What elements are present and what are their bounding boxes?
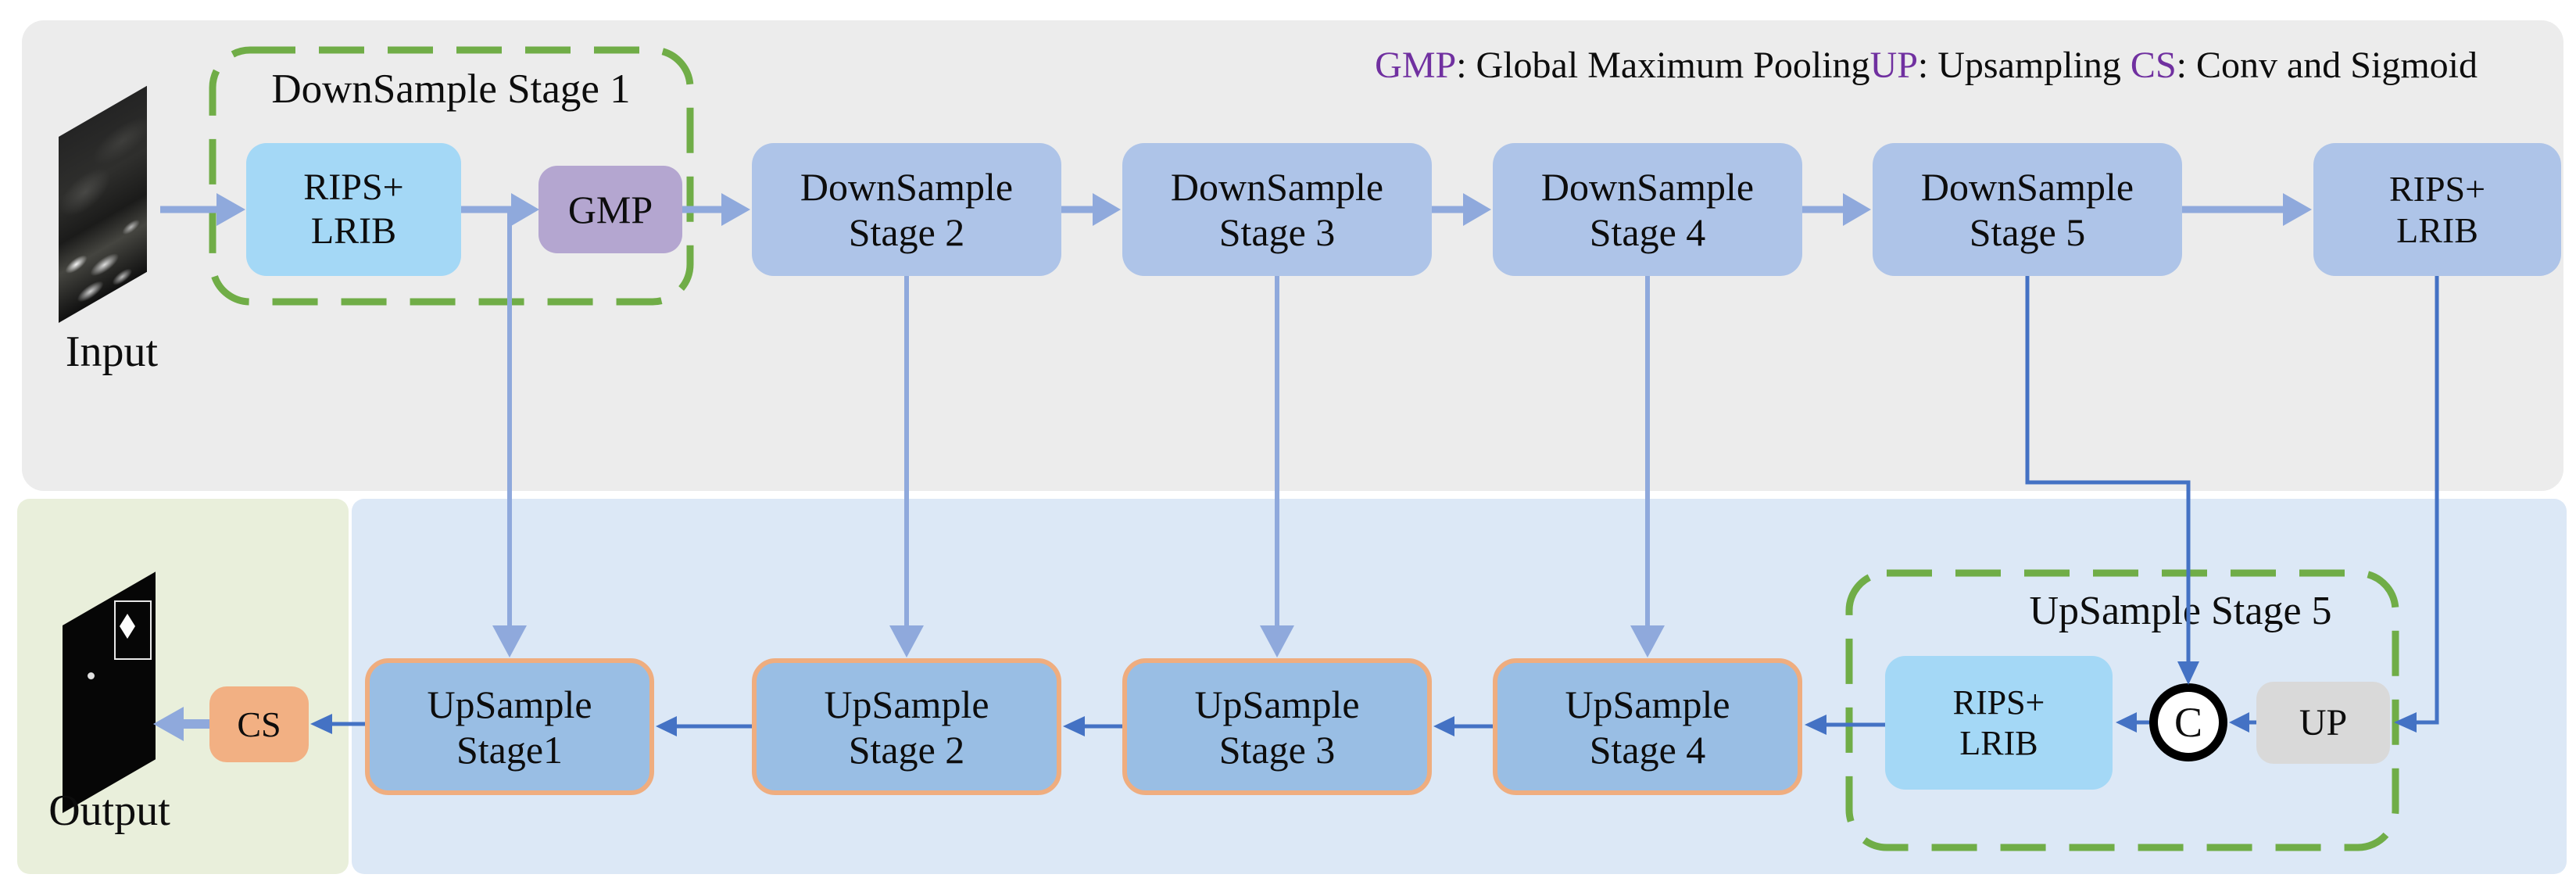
- upsample-stage-3-box: UpSample Stage 3: [1122, 658, 1432, 795]
- legend: GMP: Global Maximum PoolingUP: Upsamplin…: [1375, 44, 2478, 87]
- upsample-stage5-group-title: UpSample Stage 5: [2029, 589, 2332, 633]
- downsample-stage-3-line2: Stage 3: [1218, 210, 1336, 254]
- downsample-stage-4-box: DownSample Stage 4: [1493, 143, 1802, 276]
- decoder-panel: [352, 499, 2567, 874]
- upsample-stage-3-line2: Stage 3: [1218, 727, 1336, 772]
- output-target-inset-frame: [114, 600, 152, 660]
- up-box: UP: [2256, 682, 2390, 764]
- upsample-stage-4-line2: Stage 4: [1589, 727, 1706, 772]
- upsample-stage-2-box: UpSample Stage 2: [752, 658, 1061, 795]
- rips-lrib-bottleneck-line1: RIPS+: [2388, 168, 2486, 209]
- gmp-box: GMP: [538, 166, 682, 253]
- output-small-spot: [88, 672, 95, 679]
- rips-lrib-input-line1: RIPS+: [303, 167, 404, 209]
- rips-lrib-bottleneck-line2: LRIB: [2396, 210, 2478, 250]
- upsample-stage-1-box: UpSample Stage1: [365, 658, 654, 795]
- legend-abbr-up: UP: [1869, 45, 1918, 86]
- upsample-stage-4-box: UpSample Stage 4: [1493, 658, 1802, 795]
- downsample-stage-2-box: DownSample Stage 2: [752, 143, 1061, 276]
- cs-box: CS: [209, 686, 309, 762]
- legend-text-cs: : Conv and Sigmoid: [2176, 45, 2478, 86]
- downsample-stage-3-line1: DownSample: [1170, 165, 1384, 209]
- upsample-stage-2-line1: UpSample: [824, 682, 989, 726]
- downsample-stage-5-line2: Stage 5: [1969, 210, 2086, 254]
- rips-lrib-input-line2: LRIB: [310, 210, 397, 252]
- legend-abbr-cs: CS: [2130, 45, 2177, 86]
- downsample-stage-4-line1: DownSample: [1540, 165, 1755, 209]
- rips-lrib-decoder-box: RIPS+ LRIB: [1885, 656, 2113, 790]
- legend-text-up: : Upsampling: [1917, 45, 2131, 86]
- upsample-stage-3-line1: UpSample: [1194, 682, 1360, 726]
- legend-abbr-gmp: GMP: [1375, 45, 1457, 86]
- downsample-stage-5-line1: DownSample: [1920, 165, 2134, 209]
- upsample-stage-2-line2: Stage 2: [848, 727, 965, 772]
- rips-lrib-bottleneck-box: RIPS+ LRIB: [2313, 143, 2561, 276]
- concat-node: C: [2149, 683, 2227, 761]
- upsample-stage-1-line2: Stage1: [456, 727, 564, 772]
- rips-lrib-decoder-line2: LRIB: [1959, 723, 2038, 762]
- output-target-spot: [120, 614, 135, 639]
- output-label: Output: [48, 786, 170, 835]
- upsample-stage-4-line1: UpSample: [1565, 682, 1730, 726]
- downsample-stage-5-box: DownSample Stage 5: [1873, 143, 2182, 276]
- downsample-stage1-group-title: DownSample Stage 1: [271, 66, 631, 112]
- downsample-stage-2-line2: Stage 2: [848, 210, 965, 254]
- input-label: Input: [65, 328, 159, 376]
- legend-text-gmp: : Global Maximum Pooling: [1456, 45, 1870, 86]
- upsample-stage-1-line1: UpSample: [427, 682, 592, 726]
- downsample-stage-4-line2: Stage 4: [1589, 210, 1706, 254]
- rips-lrib-input-box: RIPS+ LRIB: [246, 143, 461, 276]
- rips-lrib-decoder-line1: RIPS+: [1952, 683, 2045, 722]
- downsample-stage-3-box: DownSample Stage 3: [1122, 143, 1432, 276]
- downsample-stage-2-line1: DownSample: [800, 165, 1014, 209]
